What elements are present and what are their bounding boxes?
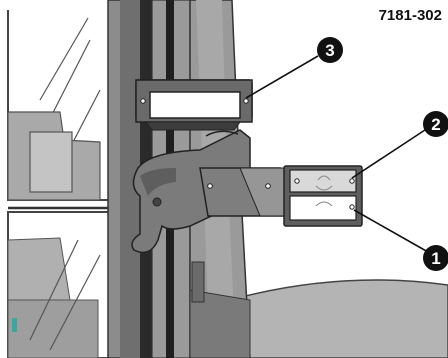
callout-3-badge: 3 (317, 37, 343, 63)
upper-wide-angle-mirror (290, 170, 356, 192)
mirror-screw (350, 179, 354, 183)
callout-1-label: 1 (431, 249, 440, 268)
upper-mirror-glass (150, 92, 240, 118)
mirror-screw (350, 205, 354, 209)
callout-1-badge: 1 (423, 245, 448, 271)
arm-screw (208, 184, 213, 189)
teal-detail (12, 318, 17, 332)
arm-screw (266, 184, 271, 189)
figure-reference-code: 7181-302 (379, 7, 442, 24)
mirror-screw (295, 179, 299, 183)
mirror-screw (244, 99, 248, 103)
lower-wide-angle-mirror (290, 196, 356, 220)
callout-2-badge: 2 (423, 111, 448, 137)
ground-surface (230, 280, 448, 358)
panel-bracket (192, 262, 204, 302)
callout-3-label: 3 (325, 41, 334, 60)
cab-interior-lower (8, 238, 70, 300)
mirror-screw (141, 99, 145, 103)
cab-floor-interior (8, 300, 98, 358)
callout-2-label: 2 (431, 115, 440, 134)
bracket-bolt (153, 198, 161, 206)
seat-back (30, 132, 72, 192)
mirror-housing-lip (146, 122, 240, 130)
